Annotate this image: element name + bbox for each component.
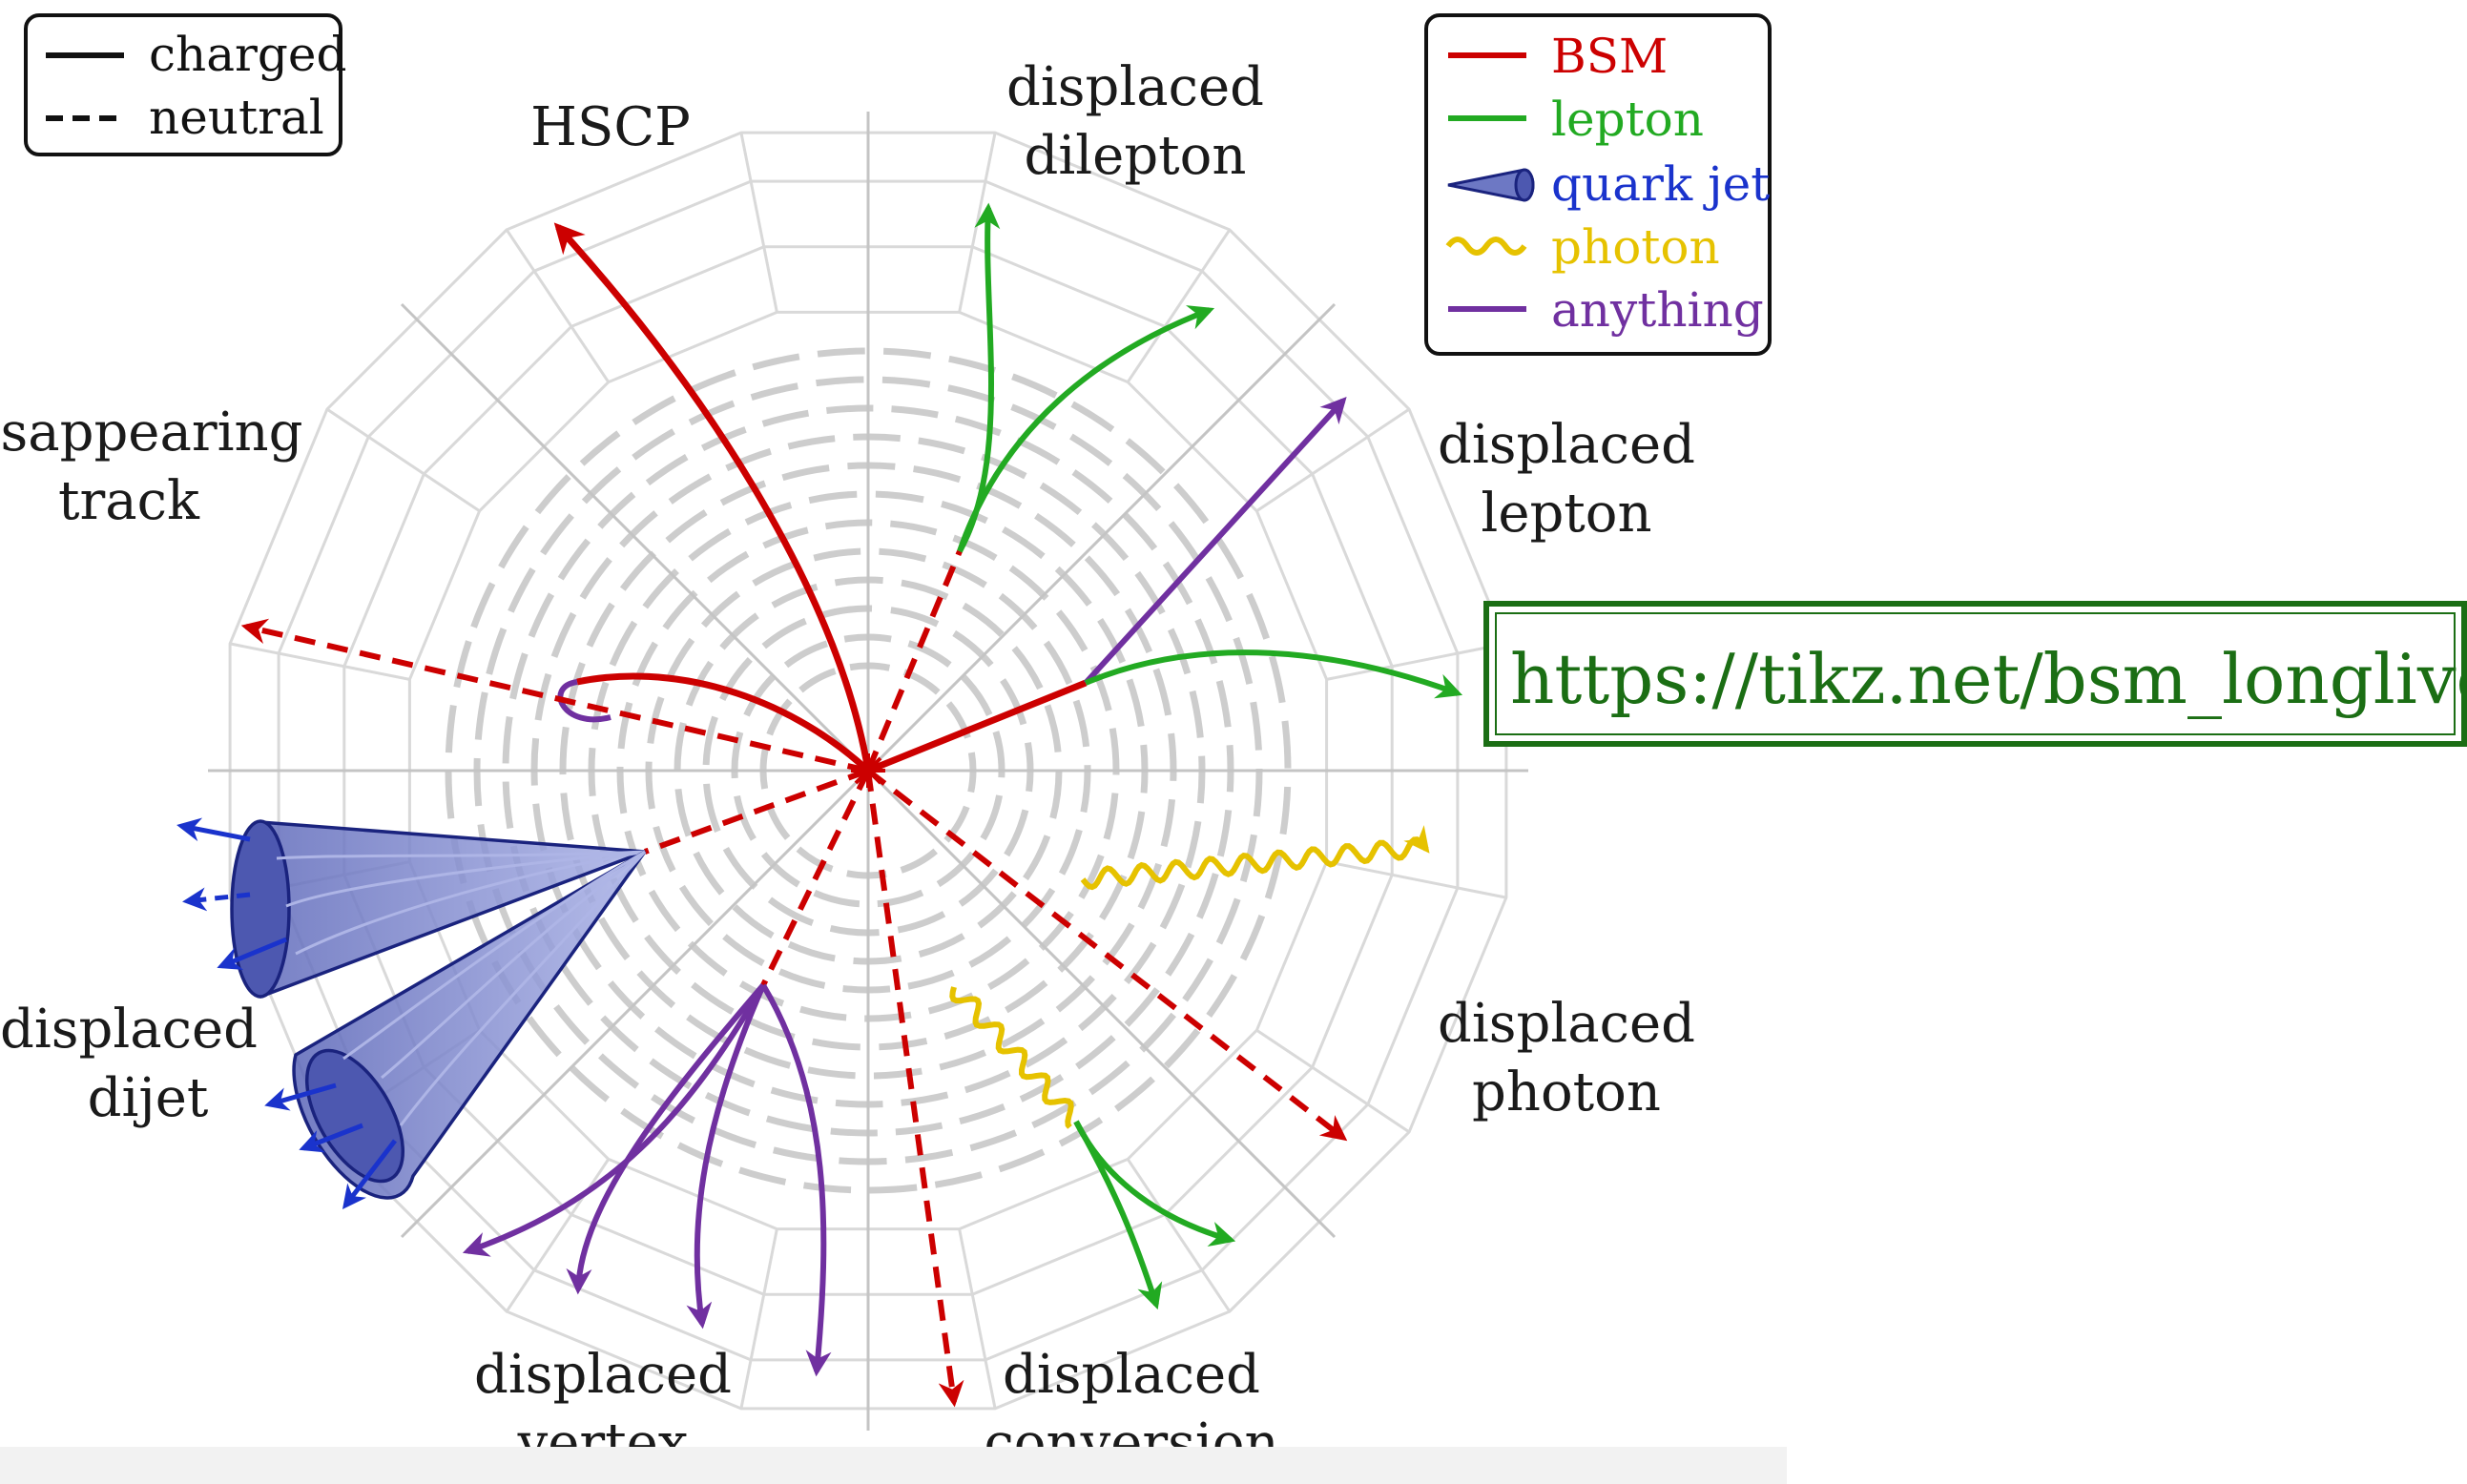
legend-linestyle: charged neutral bbox=[24, 13, 347, 156]
legend-bsm-label: BSM bbox=[1551, 29, 1668, 84]
calorimeter-divider bbox=[326, 407, 481, 513]
calorimeter-divider bbox=[1326, 860, 1507, 899]
tracker-layer bbox=[702, 605, 1034, 937]
label-displaced-dilepton: displaced bbox=[1006, 56, 1264, 118]
label-displaced-dijet: displaced bbox=[0, 999, 258, 1061]
calorimeter-divider bbox=[1255, 407, 1410, 513]
label-displaced-lepton: lepton bbox=[1481, 483, 1651, 545]
disappearing-track bbox=[240, 618, 871, 773]
tracker-layer bbox=[530, 433, 1206, 1108]
calorimeter-divider bbox=[1126, 1158, 1232, 1312]
calorimeter-divider bbox=[1126, 229, 1232, 383]
displaced-lepton-event bbox=[866, 397, 1463, 774]
cone-icon bbox=[1447, 168, 1535, 202]
label-displaced-photon: displaced bbox=[1438, 993, 1695, 1055]
source-url: https://tikz.net/bsm_longlived/ bbox=[1510, 639, 2467, 719]
calorimeter-divider bbox=[739, 132, 778, 313]
tracker-layer bbox=[445, 347, 1292, 1194]
tracker-layers bbox=[445, 347, 1292, 1194]
calorimeter-divider bbox=[1255, 1028, 1410, 1134]
label-displaced-conversion: displaced bbox=[1003, 1344, 1260, 1406]
label-displaced-lepton: displaced bbox=[1438, 414, 1695, 476]
label-hscp: HSCP bbox=[530, 96, 691, 158]
tracker-layer bbox=[645, 547, 1091, 994]
tracker-layer bbox=[502, 404, 1234, 1137]
legend-anything-label: anything bbox=[1551, 282, 1764, 338]
label-displaced-dilepton: dilepton bbox=[1025, 125, 1247, 187]
legend-particles: BSM lepton quark jet photon anything bbox=[1424, 13, 1772, 356]
jet-cone-2 bbox=[264, 850, 647, 1209]
displaced-conversion-event bbox=[865, 770, 1236, 1408]
legend-photon-label: photon bbox=[1551, 219, 1720, 275]
tracker-layer bbox=[559, 462, 1177, 1080]
label-displaced-photon: photon bbox=[1472, 1061, 1661, 1123]
detector bbox=[208, 112, 1528, 1431]
hscp-track bbox=[553, 222, 872, 772]
displaced-dilepton-event bbox=[865, 202, 1215, 773]
calorimeter-divider bbox=[505, 229, 611, 383]
label-disappearing-track: isappearing bbox=[0, 402, 302, 464]
tracker-layer bbox=[674, 576, 1063, 965]
calorimeter-divider bbox=[739, 1228, 778, 1410]
displaced-vertex-event bbox=[462, 769, 871, 1377]
legend-lepton-label: lepton bbox=[1551, 92, 1704, 147]
interaction-point bbox=[851, 753, 885, 788]
label-displaced-dijet: dijet bbox=[88, 1067, 209, 1129]
tracker-layer bbox=[588, 490, 1149, 1051]
label-displaced-vertex: displaced bbox=[474, 1344, 732, 1406]
displaced-dijet-event bbox=[176, 768, 870, 1209]
tracker-layer bbox=[731, 633, 1005, 908]
tracker-layer bbox=[616, 519, 1120, 1022]
photon-wave bbox=[1080, 825, 1430, 891]
calorimeter-divider bbox=[958, 1228, 997, 1410]
conversion-photon-wave bbox=[949, 986, 1074, 1129]
legend-quark-jet-label: quark jet bbox=[1551, 156, 1770, 212]
label-disappearing-track: track bbox=[58, 470, 200, 532]
jet-cone-1 bbox=[176, 817, 646, 999]
bottom-strip bbox=[0, 1447, 1787, 1484]
tracker-layer bbox=[759, 662, 977, 879]
calorimeter-divider bbox=[229, 642, 410, 681]
displaced-photon-event bbox=[866, 768, 1430, 1142]
calorimeter-divider bbox=[1326, 642, 1507, 681]
legend-charged-label: charged bbox=[149, 27, 347, 82]
wavy-line-icon bbox=[1445, 237, 1527, 256]
legend-neutral-label: neutral bbox=[149, 90, 324, 145]
calorimeter-divider bbox=[505, 1158, 611, 1312]
source-url-box: https://tikz.net/bsm_longlived/ bbox=[1483, 601, 2467, 747]
